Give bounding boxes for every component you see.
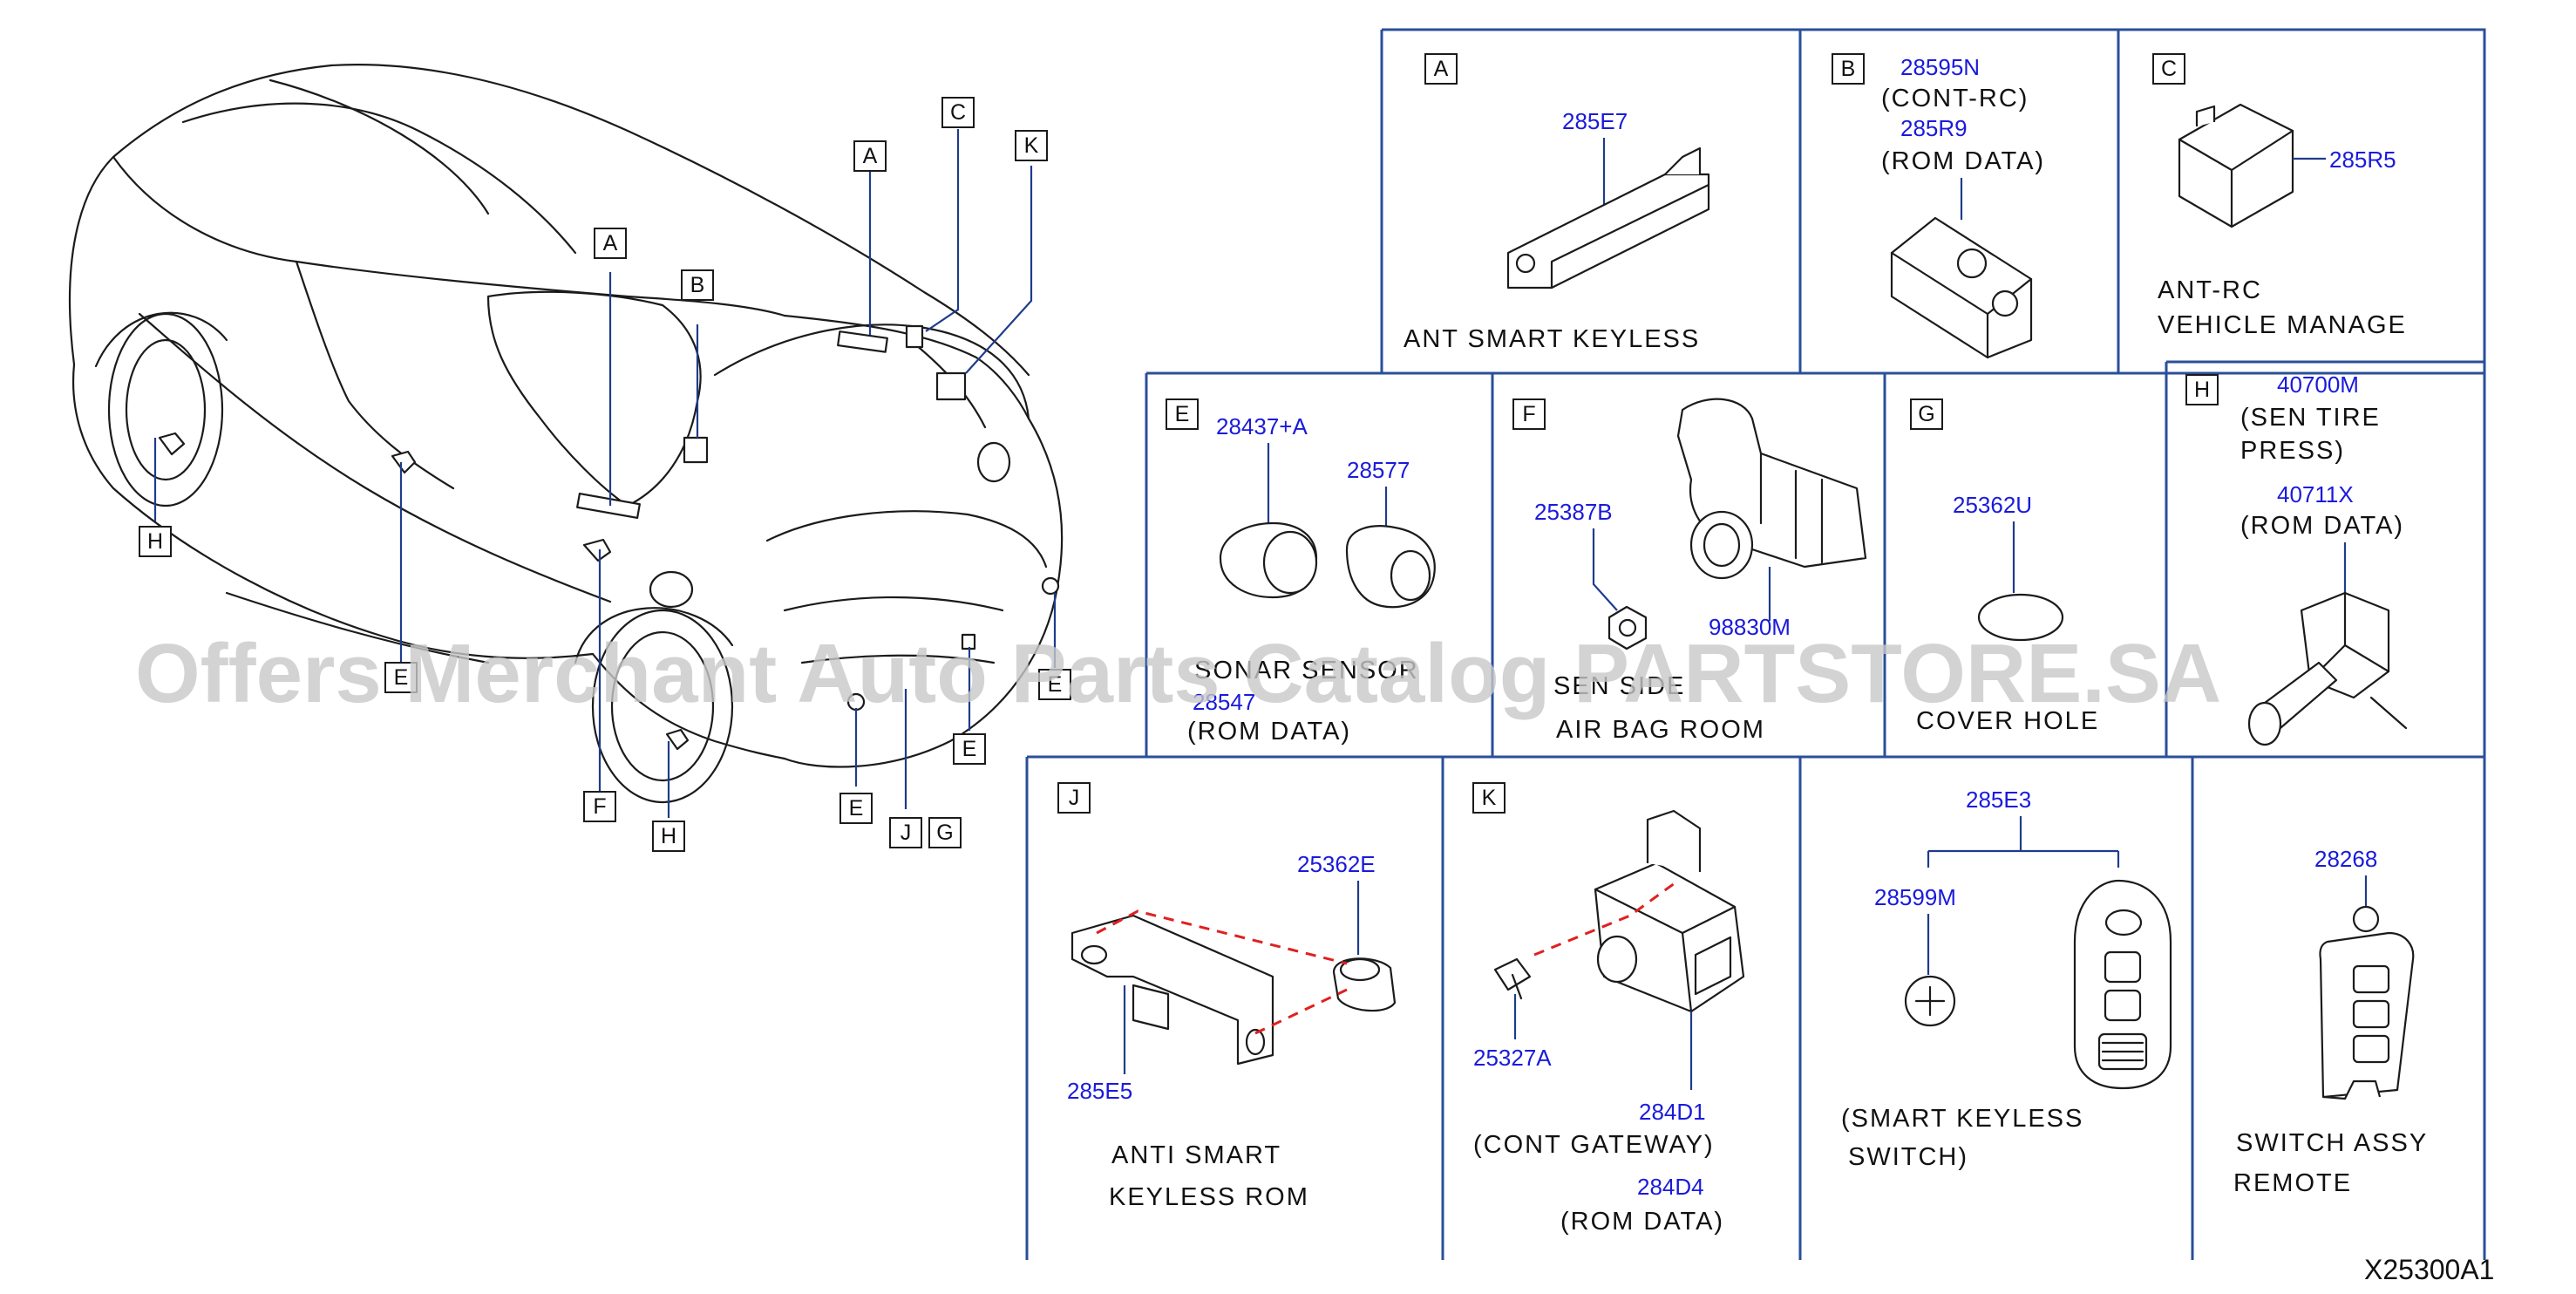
svg-text:285R9: 285R9 <box>1900 115 1968 141</box>
svg-text:F: F <box>1522 402 1535 426</box>
vehicle-tag-b: B <box>681 269 714 301</box>
panel-h: H 40700M (SEN TIRE PRESS) 40711X (ROM DA… <box>2185 371 2408 746</box>
svg-text:E: E <box>962 737 977 761</box>
svg-text:285R5: 285R5 <box>2329 146 2396 173</box>
svg-text:F: F <box>593 794 606 819</box>
svg-text:PRESS): PRESS) <box>2240 437 2345 465</box>
vehicle-tag-a2: A <box>594 228 627 259</box>
svg-text:K: K <box>1482 786 1497 810</box>
svg-text:25362U: 25362U <box>1953 492 2032 518</box>
svg-text:285E3: 285E3 <box>1966 787 2031 813</box>
panel-b: B 28595N (CONT-RC) 285R9 (ROM DATA) <box>1832 53 2045 359</box>
vehicle-tag-h-rear: H <box>139 526 172 557</box>
vehicle-leader-lines <box>153 129 1057 818</box>
svg-text:E: E <box>394 665 409 690</box>
svg-text:H: H <box>2194 378 2210 402</box>
svg-text:REMOTE: REMOTE <box>2233 1169 2352 1197</box>
vehicle-tag-a: A <box>853 140 887 172</box>
svg-text:285E7: 285E7 <box>1562 108 1628 134</box>
panel-e: E 28437+A 28577 SONAR SENSOR 28547 (ROM … <box>1166 398 1436 746</box>
svg-text:A: A <box>1434 57 1449 81</box>
svg-text:(CONT GATEWAY): (CONT GATEWAY) <box>1473 1131 1715 1159</box>
svg-text:(ROM DATA): (ROM DATA) <box>1560 1208 1724 1236</box>
svg-text:C: C <box>950 100 966 125</box>
svg-text:G: G <box>1918 402 1934 426</box>
panel-g: G 25362U COVER HOLE <box>1910 398 2099 735</box>
svg-text:A: A <box>603 231 618 255</box>
svg-text:25387B: 25387B <box>1534 499 1613 525</box>
panel-c: C 285R5 ANT-RC VEHICLE MANAGE <box>2152 53 2407 339</box>
svg-text:E: E <box>849 796 864 821</box>
vehicle-tag-e-corner: E <box>1038 669 1071 700</box>
panel-grid <box>1025 28 2486 1260</box>
svg-text:K: K <box>1024 133 1039 158</box>
svg-text:B: B <box>690 273 705 297</box>
svg-text:E: E <box>1048 672 1063 697</box>
watermark: Offers Merchant Auto Parts Catalog PARTS… <box>135 627 2221 720</box>
svg-text:284D1: 284D1 <box>1639 1099 1706 1125</box>
vehicle-tag-e-front: E <box>839 793 873 824</box>
vehicle-tag-c: C <box>941 97 975 128</box>
svg-text:AIR BAG ROOM: AIR BAG ROOM <box>1556 716 1765 744</box>
svg-text:A: A <box>863 144 878 168</box>
svg-text:VEHICLE MANAGE: VEHICLE MANAGE <box>2158 311 2407 339</box>
vehicle-tag-h-front: H <box>652 821 685 852</box>
svg-text:25362E: 25362E <box>1297 851 1376 877</box>
svg-text:28437+A: 28437+A <box>1216 413 1308 439</box>
svg-text:SWITCH): SWITCH) <box>1848 1143 1968 1171</box>
vehicle-tag-j: J <box>889 817 922 848</box>
panel-f: F 25387B 98830M SEN SIDE AIR BAG ROOM <box>1512 398 1867 744</box>
svg-text:28595N: 28595N <box>1900 54 1980 80</box>
panel-k: K 25327A 284D1 (CONT GATEWAY) 284D4 (ROM… <box>1472 782 1745 1236</box>
svg-text:SONAR SENSOR: SONAR SENSOR <box>1194 657 1419 684</box>
svg-text:40711X: 40711X <box>2277 481 2354 507</box>
vehicle-tag-e-side: E <box>384 662 418 693</box>
svg-text:SWITCH ASSY: SWITCH ASSY <box>2236 1129 2428 1157</box>
svg-text:SEN SIDE: SEN SIDE <box>1553 672 1685 700</box>
svg-text:28599M: 28599M <box>1874 884 1956 910</box>
svg-text:H: H <box>661 824 676 848</box>
svg-text:E: E <box>1175 402 1190 426</box>
vehicle-tags: A B C K A H E F H E J G E E <box>139 97 1071 852</box>
svg-text:98830M: 98830M <box>1709 614 1791 640</box>
svg-text:(SMART KEYLESS: (SMART KEYLESS <box>1841 1105 2083 1133</box>
vehicle-tag-k: K <box>1015 130 1048 161</box>
svg-text:284D4: 284D4 <box>1637 1174 1704 1200</box>
svg-text:28268: 28268 <box>2314 846 2377 872</box>
svg-text:25327A: 25327A <box>1473 1045 1552 1071</box>
svg-text:COVER HOLE: COVER HOLE <box>1916 707 2099 735</box>
svg-text:(SEN TIRE: (SEN TIRE <box>2240 404 2381 432</box>
vehicle-part-icons <box>158 324 1060 751</box>
svg-text:ANTI SMART: ANTI SMART <box>1111 1141 1281 1169</box>
svg-text:(ROM DATA): (ROM DATA) <box>1187 718 1351 746</box>
vehicle-tag-e-bumper: E <box>953 733 986 765</box>
svg-text:G: G <box>936 821 953 845</box>
diagram-reference: X25300A1 <box>2364 1254 2494 1285</box>
svg-text:(ROM DATA): (ROM DATA) <box>2240 512 2404 540</box>
svg-text:(ROM DATA): (ROM DATA) <box>1881 147 2045 175</box>
panel-remote: 28268 SWITCH ASSY REMOTE <box>2233 846 2428 1197</box>
svg-text:J: J <box>1069 786 1080 810</box>
svg-text:B: B <box>1841 57 1856 81</box>
svg-text:ANT-RC: ANT-RC <box>2158 276 2262 304</box>
panel-smart-key: 285E3 28599M (SMART KEYLESS SWITCH) <box>1841 787 2172 1171</box>
svg-text:(CONT-RC): (CONT-RC) <box>1881 85 2029 112</box>
panel-a: A 285E7 ANT SMART KEYLESS <box>1404 53 1710 353</box>
svg-text:H: H <box>147 529 163 554</box>
svg-text:C: C <box>2161 57 2177 81</box>
svg-text:285E5: 285E5 <box>1067 1078 1132 1104</box>
svg-text:J: J <box>901 821 912 845</box>
vehicle-tag-g: G <box>928 817 962 848</box>
svg-text:28547: 28547 <box>1193 689 1255 715</box>
svg-text:ANT SMART KEYLESS: ANT SMART KEYLESS <box>1404 325 1700 353</box>
panel-j: J 25362E 285E5 ANTI SMART KEYLESS ROM <box>1057 782 1397 1211</box>
svg-text:KEYLESS ROM: KEYLESS ROM <box>1109 1183 1309 1211</box>
svg-text:28577: 28577 <box>1347 457 1410 483</box>
svg-text:40700M: 40700M <box>2277 371 2359 398</box>
vehicle-tag-f: F <box>583 791 616 822</box>
